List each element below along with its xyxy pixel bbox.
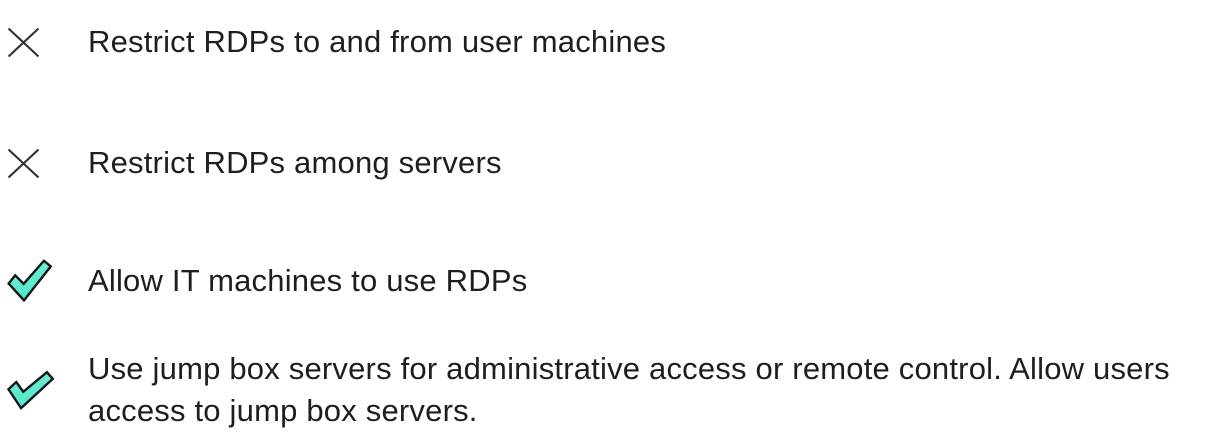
checklist-item: Use jump box servers for administrative … bbox=[0, 348, 1210, 432]
checklist-item: Allow IT machines to use RDPs bbox=[0, 259, 1210, 303]
rdp-policy-checklist: Restrict RDPs to and from user machines … bbox=[0, 21, 1210, 432]
checklist-item-label: Use jump box servers for administrative … bbox=[88, 351, 1170, 428]
checklist-item: Restrict RDPs to and from user machines bbox=[0, 21, 1210, 63]
checklist-item-label: Restrict RDPs among servers bbox=[88, 145, 502, 180]
x-icon bbox=[7, 148, 40, 178]
status-cell bbox=[0, 148, 88, 179]
check-icon bbox=[6, 370, 55, 411]
checklist-item: Restrict RDPs among servers bbox=[0, 142, 1210, 184]
checklist-item-label: Restrict RDPs to and from user machines bbox=[88, 24, 667, 59]
status-cell bbox=[0, 259, 88, 303]
checklist-item-label: Allow IT machines to use RDPs bbox=[88, 263, 528, 298]
x-icon bbox=[7, 27, 40, 57]
status-cell bbox=[0, 27, 88, 58]
check-icon bbox=[7, 259, 53, 303]
status-cell bbox=[0, 369, 88, 411]
